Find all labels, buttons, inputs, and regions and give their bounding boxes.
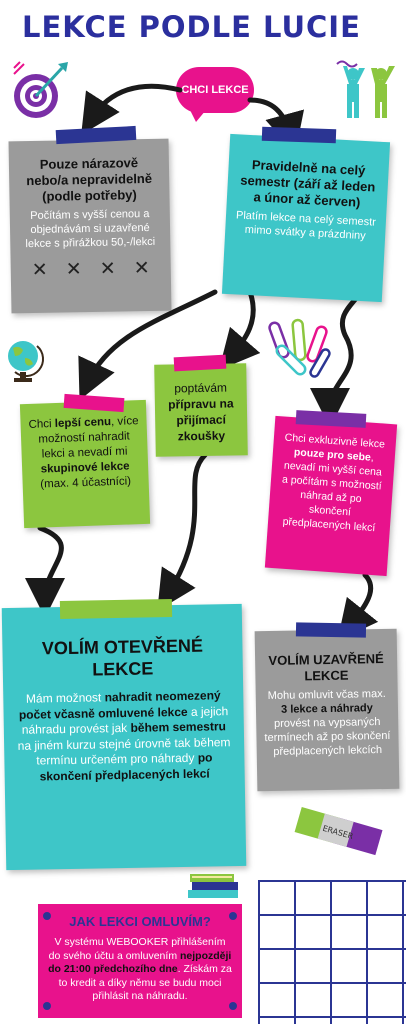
start-bubble-label: CHCI LEKCE: [181, 84, 249, 96]
tape-open: [59, 599, 173, 619]
card-semester: Pravidelně na celý semestr (září až lede…: [221, 133, 391, 303]
irregular-marks: ✕ ✕ ✕ ✕: [23, 257, 159, 282]
card-irregular: Pouze nárazově nebo/a nepravidelně (podl…: [8, 138, 172, 314]
target-icon: [13, 61, 68, 118]
arrow-lower-price-to-open: [25, 525, 66, 618]
closed-heading: VOLÍM UZAVŘENÉ LEKCE: [268, 651, 384, 684]
tape-semester: [261, 126, 337, 144]
card-closed: VOLÍM UZAVŘENÉ LEKCE Mohu omluvit včas m…: [254, 628, 400, 792]
card-exclusive: Chci exkluzivně lekce pouze pro sebe, ne…: [264, 415, 398, 577]
card-excuse: JAK LEKCI OMLUVÍM? V systému WEBOOKER př…: [38, 904, 242, 1018]
card-exam: poptávám přípravu na přijímací zkoušky: [154, 363, 248, 457]
arrow-semester-to-exam: [218, 289, 261, 371]
arrow-start-to-irregular: [81, 83, 183, 135]
exam-text: poptávám přípravu na přijímací zkoušky: [168, 380, 234, 444]
people-celebrating-icon: [336, 60, 395, 118]
eraser-icon: ERASER: [294, 807, 383, 856]
excuse-text: V systému WEBOOKER přihlášením do svého …: [48, 936, 232, 1002]
x-mark: ✕: [133, 257, 150, 280]
closed-text: Mohu omluvit včas max. 3 lekce a náhrady…: [264, 687, 391, 758]
arrow-semester-to-lower-price: [78, 289, 218, 401]
pin-dots: [43, 912, 237, 1010]
lower-price-text: Chci lepší cenu, více možností nahradit …: [28, 415, 139, 491]
open-text: Mám možnost nahradit neomezený počet vča…: [17, 688, 231, 783]
globe-icon: [8, 341, 44, 382]
semester-body: Platím lekce na celý semestr mimo svátky…: [235, 209, 377, 243]
arrow-exclusive-to-closed: [337, 572, 379, 641]
exclusive-text: Chci exkluzivně lekce pouze pro sebe, ne…: [281, 431, 386, 535]
arrow-exam-to-open: [157, 452, 208, 611]
x-mark: ✕: [65, 259, 82, 281]
semester-heading: Pravidelně na celý semestr (září až lede…: [239, 157, 376, 210]
tape-exam: [173, 354, 227, 372]
card-open: VOLÍM OTEVŘENÉ LEKCE Mám možnost nahradi…: [1, 603, 247, 871]
irregular-heading: Pouze nárazově nebo/a nepravidelně (podl…: [26, 155, 153, 204]
tape-closed: [295, 622, 367, 638]
x-mark: ✕: [31, 259, 48, 282]
paper-clips-icon: [268, 318, 331, 378]
books-icon: [188, 874, 238, 898]
card-lower-price: Chci lepší cenu, více možností nahradit …: [19, 399, 151, 529]
grid-decoration: [258, 880, 406, 1024]
page-title: LEKCE PODLE LUCIE: [22, 10, 361, 44]
open-heading: VOLÍM OTEVŘENÉ LEKCE: [41, 635, 204, 680]
excuse-heading: JAK LEKCI OMLUVÍM?: [69, 914, 211, 929]
start-bubble: CHCI LEKCE: [176, 67, 254, 122]
x-mark: ✕: [99, 258, 116, 280]
irregular-body: Počítám s vyšší cenou a objednávám si uz…: [25, 207, 156, 251]
